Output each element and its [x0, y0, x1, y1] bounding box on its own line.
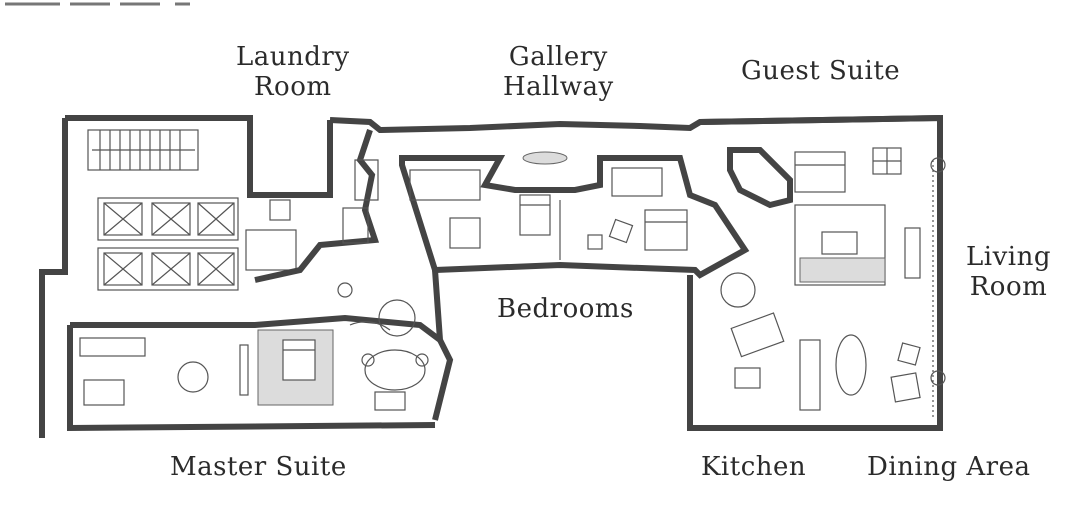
bedrooms-block: [399, 155, 750, 421]
gallery-label-line1: Gallery: [508, 42, 608, 72]
service-core: [39, 115, 333, 438]
guest-suite-label: Guest Suite: [741, 56, 901, 86]
living-room-label: Living Room: [966, 242, 1051, 302]
laundry-room-label: Laundry Room: [236, 42, 350, 102]
right-block: [687, 114, 946, 431]
gallery-label-line2: Hallway: [503, 72, 614, 102]
master-suite-label: Master Suite: [170, 452, 347, 482]
living-label-line2: Room: [969, 272, 1048, 302]
gallery-hallway-label: Gallery Hallway: [503, 42, 614, 102]
laundry-label-line2: Room: [253, 72, 332, 102]
bedrooms-label: Bedrooms: [497, 294, 634, 324]
living-label-line1: Living: [966, 242, 1051, 272]
gallery-hallway: [254, 115, 941, 298]
kitchen-label: Kitchen: [701, 452, 807, 482]
laundry-label-line1: Laundry: [236, 42, 350, 72]
elevator-shafts: [103, 202, 235, 286]
dining-area-label: Dining Area: [867, 452, 1031, 482]
master-suite-block: [67, 299, 442, 432]
